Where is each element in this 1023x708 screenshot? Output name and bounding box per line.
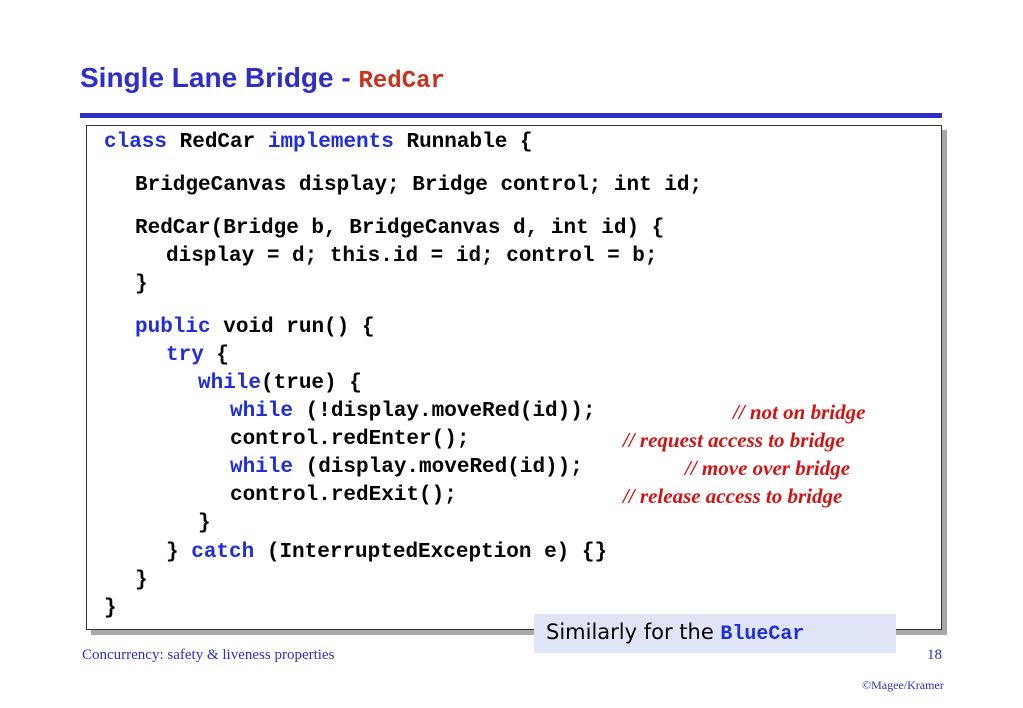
code-text: { xyxy=(203,344,230,367)
footer-copyright: ©Magee/Kramer xyxy=(862,678,944,692)
keyword: catch xyxy=(191,541,255,564)
keyword: while xyxy=(230,456,294,479)
slide-title: Single Lane Bridge - RedCar xyxy=(80,62,445,95)
title-rule xyxy=(80,113,942,118)
code-line-2: BridgeCanvas display; Bridge control; in… xyxy=(135,174,703,197)
keyword: while xyxy=(198,372,262,395)
code-text: (InterruptedException e) {} xyxy=(254,541,608,564)
keyword: public xyxy=(135,316,211,339)
code-line-7: try { xyxy=(166,344,229,367)
footer-page-number: 18 xyxy=(927,647,942,663)
note-code: BlueCar xyxy=(720,623,805,646)
code-line-8: while(true) { xyxy=(198,372,362,395)
code-line-1: class RedCar implements Runnable { xyxy=(104,131,533,154)
keyword: implements xyxy=(267,131,394,154)
comment-release-access: // release access to bridge xyxy=(623,484,843,508)
code-text: (display.moveRed(id)); xyxy=(293,456,583,479)
title-code: RedCar xyxy=(358,68,445,95)
code-box xyxy=(86,125,942,630)
code-line-4: display = d; this.id = id; control = b; xyxy=(166,245,658,268)
note-text-line: Similarly for the BlueCar xyxy=(546,620,804,646)
keyword: try xyxy=(166,344,204,367)
comment-move-over: // move over bridge xyxy=(685,456,851,480)
comment-not-on-bridge: // not on bridge xyxy=(733,400,866,424)
code-text: RedCar xyxy=(167,131,268,154)
title-text: Single Lane Bridge - xyxy=(80,62,359,93)
code-text: } xyxy=(166,541,192,564)
code-line-16: } xyxy=(104,597,117,620)
keyword: while xyxy=(230,400,294,423)
note-text: Similarly for the xyxy=(546,620,721,644)
code-text: Runnable { xyxy=(393,131,533,154)
code-line-3: RedCar(Bridge b, BridgeCanvas d, int id)… xyxy=(135,217,665,240)
code-text: (!display.moveRed(id)); xyxy=(293,400,596,423)
code-line-6: public void run() { xyxy=(135,316,374,339)
code-line-5: } xyxy=(135,273,148,296)
code-text: void run() { xyxy=(210,316,375,339)
code-line-14: } catch (InterruptedException e) {} xyxy=(166,541,607,564)
code-line-13: } xyxy=(198,512,211,535)
code-line-11: while (display.moveRed(id)); xyxy=(230,456,583,479)
keyword: class xyxy=(104,131,168,154)
code-line-15: } xyxy=(135,569,148,592)
code-line-10: control.redEnter(); xyxy=(230,428,470,451)
code-line-9: while (!display.moveRed(id)); xyxy=(230,400,595,423)
comment-request-access: // request access to bridge xyxy=(623,428,845,452)
code-line-12: control.redExit(); xyxy=(230,484,457,507)
footer-course-title: Concurrency: safety & liveness propertie… xyxy=(82,647,335,663)
code-text: (true) { xyxy=(261,372,362,395)
bluecar-note: Similarly for the BlueCar xyxy=(534,614,896,653)
